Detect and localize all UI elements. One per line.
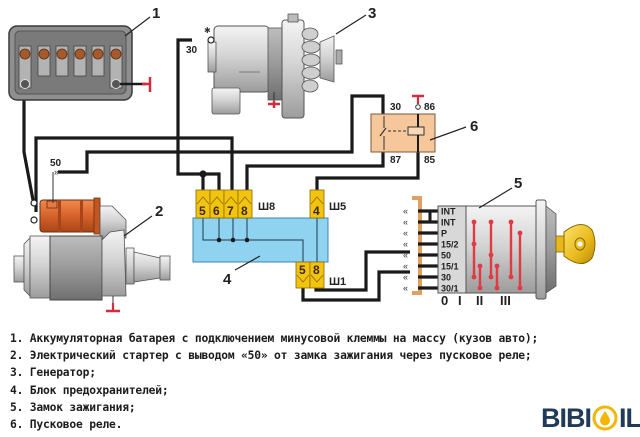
- wire-relay87-to-sh8: [245, 150, 385, 192]
- sh8-pin: 8: [241, 204, 248, 218]
- battery-minus-terminal: [111, 79, 121, 89]
- brand-logo: BIBI IL: [541, 403, 640, 433]
- plug-arrow-icon: «: [403, 228, 408, 238]
- battery: 1: [8, 5, 160, 101]
- callout-1: 1: [152, 5, 160, 22]
- relay-pin-30: 30: [390, 102, 402, 113]
- connector-sh5: 4 Ш5: [309, 189, 346, 219]
- contact-dot: [517, 230, 523, 236]
- ignition-terminal-label: 15/1: [441, 262, 459, 272]
- starter: » 50 2: [13, 158, 171, 313]
- wire-starter-to-bus: [34, 136, 234, 212]
- plug-arrow-icon: «: [403, 206, 408, 216]
- legend-item: 5. Замок зажигания;: [10, 400, 136, 414]
- ignition-terminal-label: 15/2: [441, 240, 459, 250]
- contact-dot: [508, 274, 514, 280]
- starter-relay: 30 86 87 85 6: [370, 94, 478, 166]
- asterisk-terminal-icon: ✱: [204, 26, 211, 35]
- plug-arrow-icon: «: [403, 261, 408, 271]
- sh8-pin: 5: [199, 204, 206, 218]
- contact-dot: [494, 263, 500, 269]
- ignition-terminal-label: 30/1: [441, 284, 459, 294]
- starter-terminal-50: 50: [50, 158, 62, 169]
- ignition-position-label: III: [500, 293, 511, 308]
- contact-dot: [471, 274, 477, 280]
- callout-3: 3: [368, 5, 376, 22]
- contact-dot: [488, 274, 494, 280]
- callout-6: 6: [470, 118, 478, 135]
- plug-arrow-icon: «: [403, 239, 408, 249]
- callout-2: 2: [155, 203, 163, 220]
- contact-dot: [471, 219, 477, 225]
- contact-dot: [508, 219, 514, 225]
- contact-dot: [477, 263, 483, 269]
- legend-item: 6. Пусковое реле.: [10, 418, 123, 432]
- ignition-position-label: II: [476, 293, 483, 308]
- ignition-terminal-wires: [418, 209, 440, 290]
- legend-item: 4. Блок предохранителей;: [10, 383, 169, 397]
- contact-dot: [517, 285, 523, 291]
- generator-terminal-30: 30: [186, 45, 198, 56]
- plug-arrow-icon: «: [403, 272, 408, 282]
- contact-dot: [488, 252, 494, 258]
- sh1-pin: 8: [313, 263, 320, 277]
- wire-generator-30: [176, 38, 205, 192]
- brand-text-left: BIBI: [541, 402, 592, 433]
- wires: [22, 38, 420, 302]
- sh5-label: Ш5: [329, 201, 346, 213]
- legend-list: 1. Аккумуляторная батарея с подключением…: [10, 330, 538, 433]
- plug-arrow-icon: «: [403, 217, 408, 227]
- ignition-contact-bars: [471, 219, 523, 291]
- wire-relay30-to-starter50: [58, 94, 385, 174]
- ignition-terminal-label: INT: [441, 218, 456, 228]
- battery-cells: [18, 45, 123, 89]
- contact-dot: [488, 219, 494, 225]
- relay-pin-85: 85: [424, 155, 436, 166]
- battery-plus-terminal: [20, 79, 30, 89]
- oil-drop-icon: [592, 405, 618, 431]
- sh5-pin: 4: [313, 204, 320, 218]
- ignition-connector-arrows: ««««««««: [403, 206, 408, 293]
- ignition-terminal-label: INT: [441, 207, 456, 217]
- sh1-label: Ш1: [329, 276, 346, 288]
- fuse-block: 4 5 6 7 8 Ш8 4 Ш5: [192, 189, 346, 289]
- wire-sh8-pin6: [203, 172, 221, 192]
- wire-sh1-pin5-to-ign30: [301, 270, 410, 302]
- contact-dot: [471, 241, 477, 247]
- callout-5: 5: [514, 175, 522, 192]
- wire-relay85-to-sh5: [315, 150, 420, 192]
- sh8-pin: 6: [213, 204, 220, 218]
- legend-item: 2. Электрический стартер с выводом «50» …: [10, 349, 532, 363]
- plug-arrow-icon: «: [403, 283, 408, 293]
- legend-item: 3. Генератор;: [10, 366, 96, 380]
- relay-pin-87: 87: [390, 155, 402, 166]
- relay-pin-86: 86: [424, 102, 436, 113]
- junction-dot: [199, 170, 207, 178]
- key-icon: [555, 224, 596, 264]
- sh8-label: Ш8: [258, 201, 275, 213]
- ignition-terminal-label: 50: [441, 251, 451, 261]
- connector-sh1: 5 8 Ш1: [295, 261, 346, 289]
- plug-connector-icon: »: [54, 167, 59, 177]
- sh1-pin: 5: [299, 263, 306, 277]
- contact-dot: [477, 285, 483, 291]
- callout-4: 4: [223, 271, 232, 288]
- brand-text-right: IL: [619, 402, 640, 433]
- legend-item: 1. Аккумуляторная батарея с подключением…: [10, 332, 539, 345]
- sh8-pin: 7: [227, 204, 234, 218]
- plug-arrow-icon: «: [403, 250, 408, 260]
- contact-dot: [494, 285, 500, 291]
- wiring-diagram: 1 ✱ 30 3: [8, 5, 596, 313]
- ignition-terminal-label: P: [441, 229, 447, 239]
- ignition-position-label: 0: [441, 293, 448, 308]
- ignition-position-label: I: [458, 293, 462, 308]
- wire-battery-to-starter: [22, 92, 35, 201]
- ignition-terminal-label: 30: [441, 273, 451, 283]
- connector-sh8: 5 6 7 8 Ш8: [195, 189, 275, 219]
- generator: ✱ 30 3: [186, 5, 376, 119]
